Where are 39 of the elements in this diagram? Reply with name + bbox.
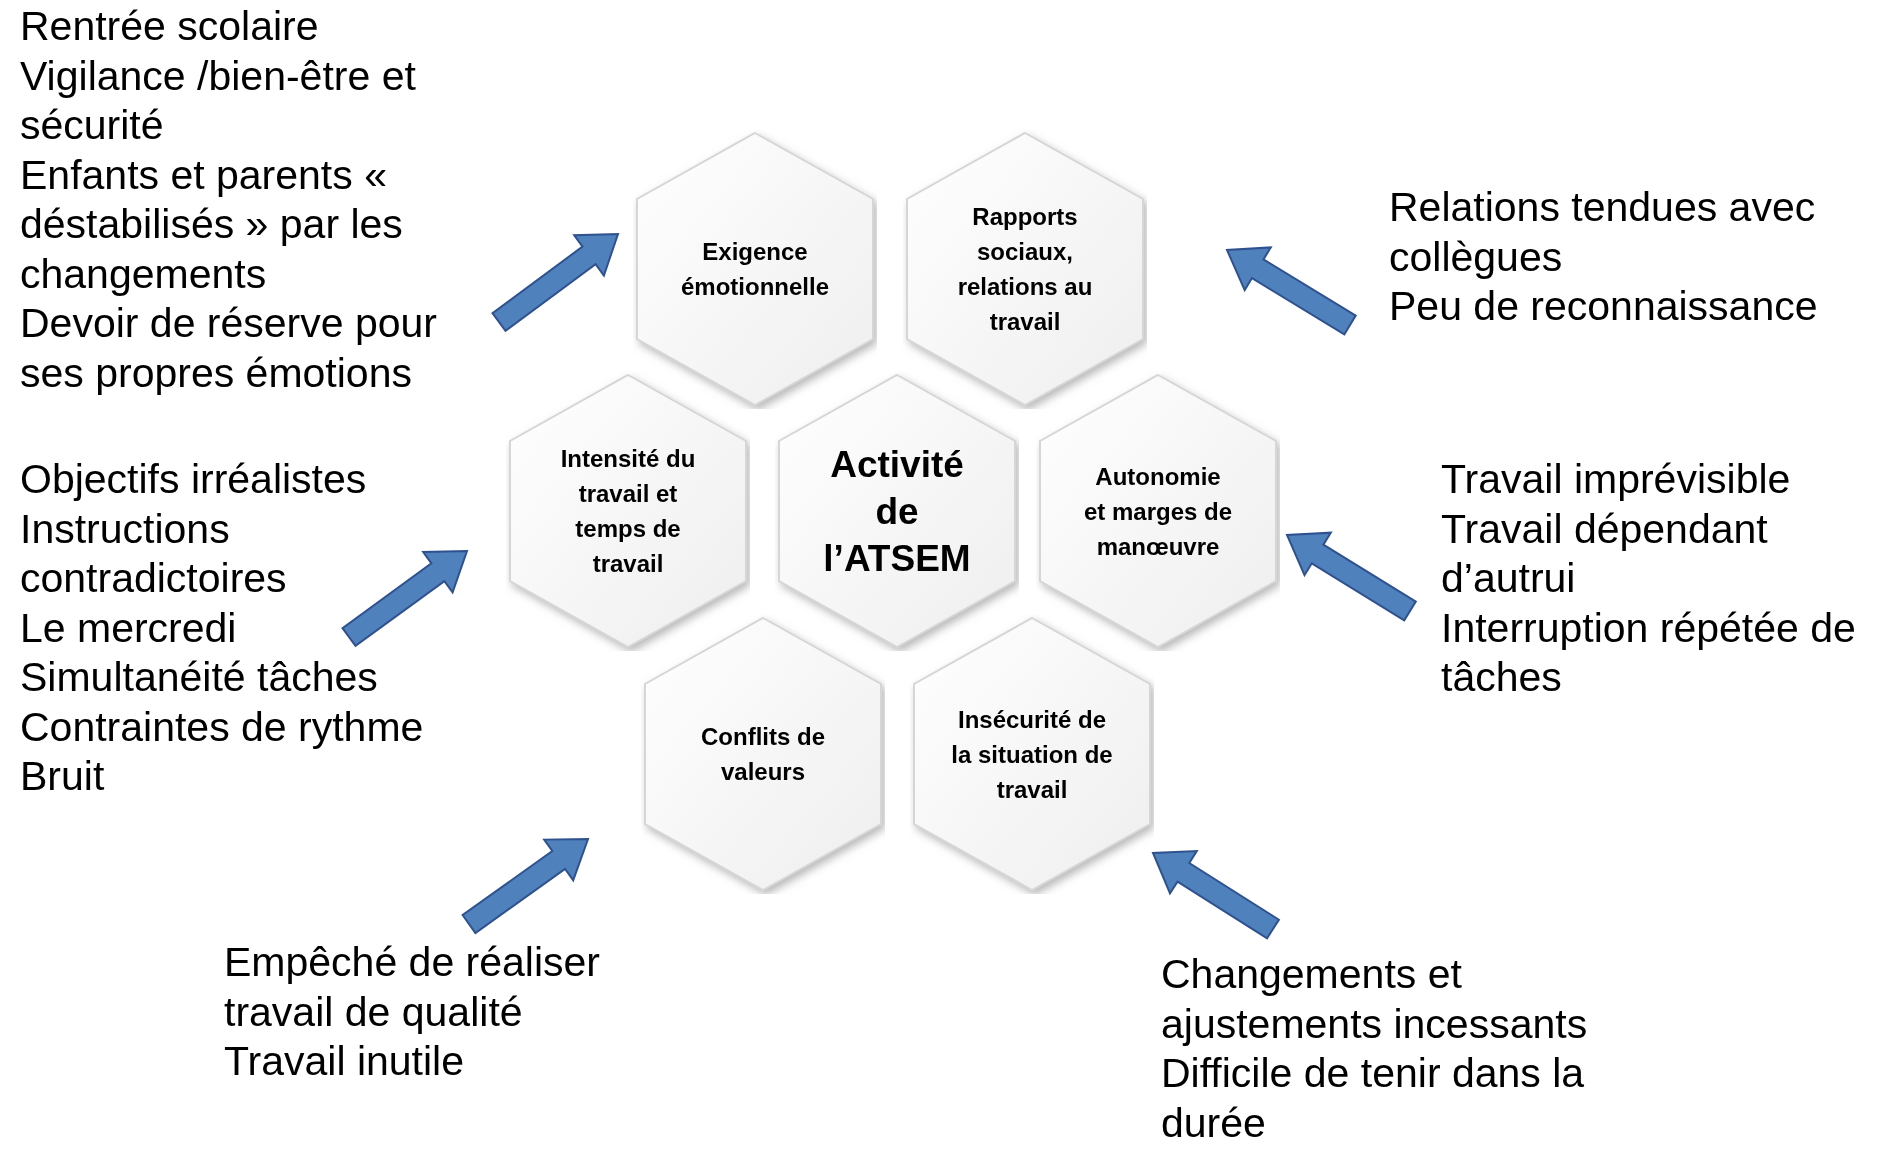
hexagon-label: Autonomie et marges de manœuvre xyxy=(1083,461,1233,562)
block-arrow xyxy=(1285,531,1418,622)
note-text: Travail dépendant d’autrui xyxy=(1441,504,1769,603)
note-text: Instructions contradictoires xyxy=(20,504,288,603)
note-text: Bruit xyxy=(20,752,106,801)
note-text: Difficile de tenir dans la durée xyxy=(1161,1049,1586,1148)
hexagon-label: Intensité du travail et temps de travail xyxy=(559,444,697,579)
block-arrow xyxy=(491,232,620,333)
note-text: Devoir de réserve pour ses propres émotions xyxy=(20,299,439,398)
note-text: Travail imprévisible xyxy=(1441,455,1792,504)
hexagon-label: Activité de l’ATSEM xyxy=(822,442,972,581)
note-text: Peu de reconnaissance xyxy=(1389,282,1819,331)
note-text: Enfants et parents « déstabilisés » par les changements xyxy=(20,150,404,299)
hexagon-label: Insécurité de la situation de travail xyxy=(950,704,1114,805)
block-arrow xyxy=(1151,850,1281,940)
hexagon-label: Conflits de valeurs xyxy=(700,722,826,787)
note-text: Changements et ajustements incessants xyxy=(1161,950,1589,1049)
note-text: Simultanéité tâches xyxy=(20,653,379,702)
hexagon xyxy=(641,614,885,894)
hexagon-label: Rapports sociaux, relations au travail xyxy=(956,202,1094,337)
hexagon xyxy=(633,129,877,409)
note-text: Vigilance /bien-être et sécurité xyxy=(20,51,417,150)
note-text: Contraintes de rythme xyxy=(20,702,425,752)
hexagon xyxy=(1036,371,1280,651)
block-arrow xyxy=(461,838,590,935)
hexagon xyxy=(775,371,1019,651)
note-text: Objectifs irréalistes xyxy=(20,455,368,504)
hexagon xyxy=(910,614,1154,894)
hexagon-label: Exigence émotionnelle xyxy=(680,237,830,302)
note-text: Empêché de réaliser travail de qualité xyxy=(224,938,602,1037)
hexagon xyxy=(506,371,750,651)
note-text: Relations tendues avec collègues xyxy=(1389,183,1817,282)
hexagon xyxy=(903,129,1147,409)
note-text: Le mercredi xyxy=(20,603,238,653)
note-text: Travail inutile xyxy=(224,1037,465,1086)
note-text: Interruption répétée de tâches xyxy=(1441,603,1857,702)
block-arrow xyxy=(341,549,469,648)
note-text: Rentrée scolaire xyxy=(20,2,320,51)
block-arrow xyxy=(1225,246,1358,336)
